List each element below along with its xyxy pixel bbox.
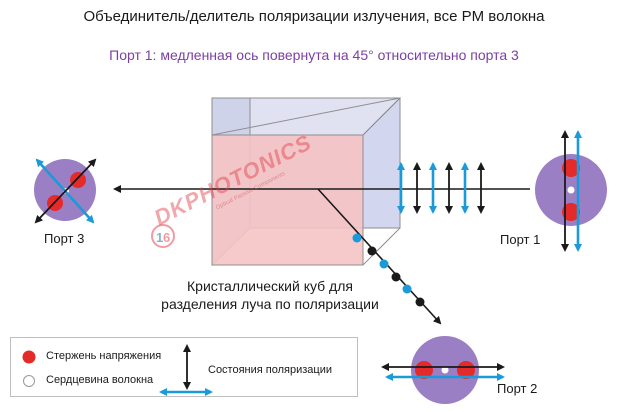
legend-polarization-label: Состояния поляризации (208, 364, 333, 376)
legend-symbols (22, 344, 213, 396)
port3-fiber (34, 158, 97, 224)
legend-core-swatch (23, 375, 35, 387)
legend: Стержень напряжения Сердцевина волокна С… (10, 337, 358, 397)
legend-stress-rod-swatch (22, 350, 36, 364)
polarization-dot-blue (379, 259, 389, 269)
cube-diagonal (211, 97, 401, 136)
port2-label: Порт 2 (497, 381, 538, 396)
fiber-core (567, 186, 575, 194)
port3-label: Порт 3 (44, 231, 85, 246)
polarization-arrows-port1-beam (397, 162, 485, 214)
stress-rod (70, 172, 86, 188)
polarization-dot-blue (402, 284, 412, 294)
polarization-dot-black (391, 272, 401, 282)
watermark-logo-icon: 1 6 (151, 224, 175, 248)
port1-fiber (535, 130, 607, 252)
polarization-dot-black (367, 246, 377, 256)
port1-label: Порт 1 (500, 232, 541, 247)
cube-edge (362, 97, 401, 136)
legend-fiber-core-label: Сердцевина волокна (46, 374, 154, 386)
splitter-cube (211, 97, 402, 267)
polarization-dot-blue (352, 233, 362, 243)
port2-fiber (381, 336, 505, 404)
diagram-title: Объединитель/делитель поляризации излуче… (83, 8, 545, 25)
cube-edge (362, 227, 401, 266)
svg-text:1: 1 (156, 230, 163, 245)
polarization-dot-black (415, 297, 425, 307)
legend-stress-rod-label: Стержень напряжения (46, 350, 162, 362)
svg-text:6: 6 (163, 230, 170, 245)
diagram-subtitle: Порт 1: медленная ось повернута на 45° о… (109, 47, 519, 63)
split-beam-polarization-dots (352, 233, 425, 307)
cube-label: Кристаллический куб для разделения луча … (161, 278, 379, 312)
polarization-arrow-black (34, 158, 97, 224)
